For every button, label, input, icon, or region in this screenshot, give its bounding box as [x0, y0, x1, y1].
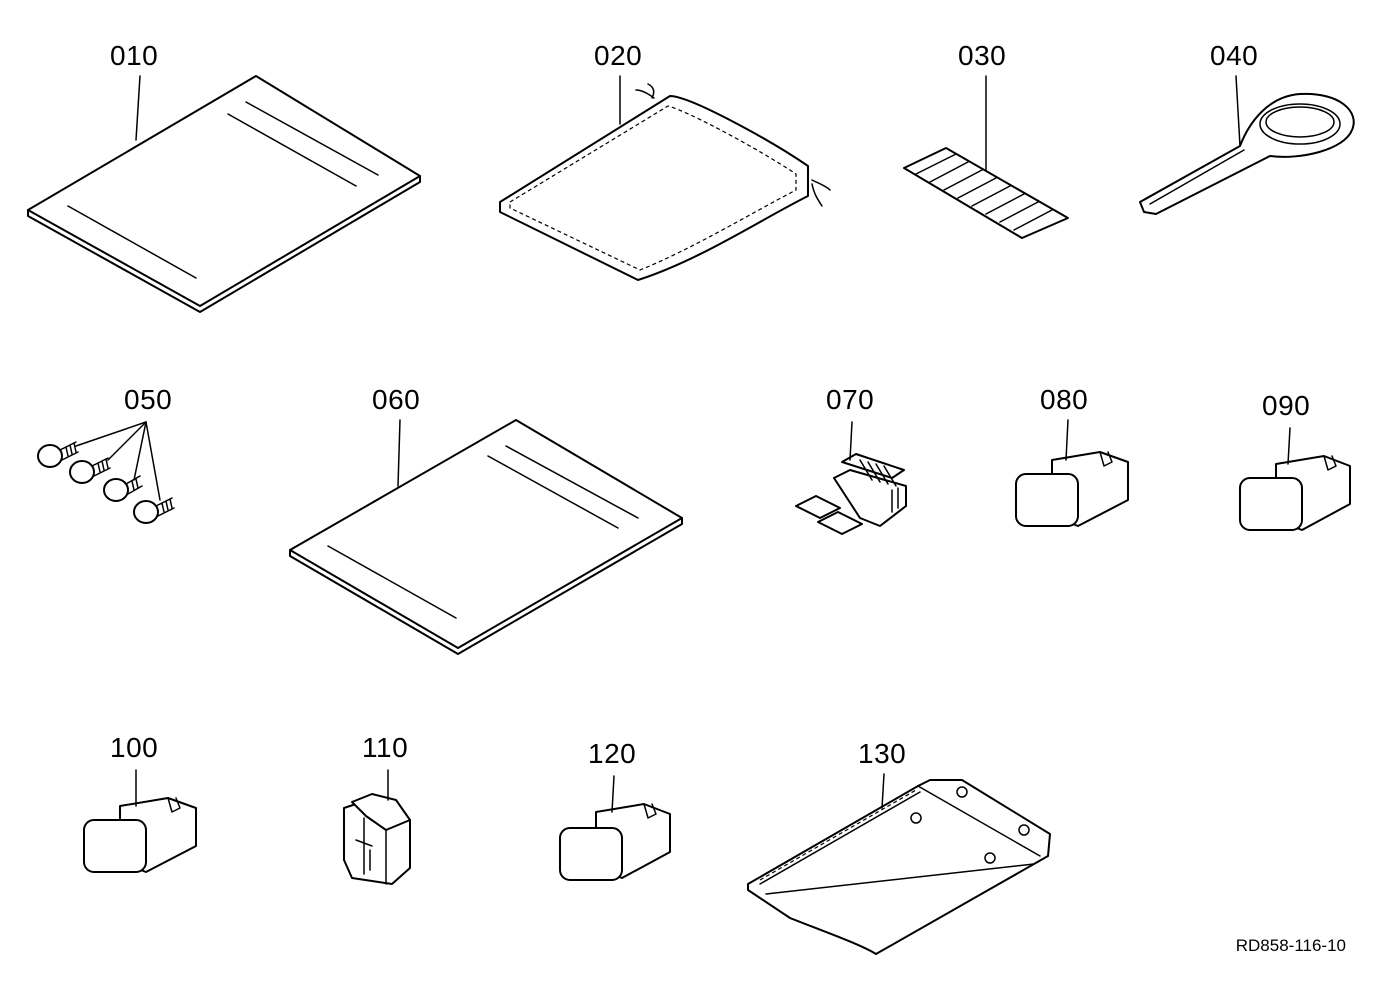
part-number-050: 050: [124, 384, 173, 415]
part-number-010: 010: [110, 40, 159, 71]
part-number-090: 090: [1262, 390, 1311, 421]
manual-book-icon: [290, 420, 682, 654]
part-number-100: 100: [110, 732, 159, 763]
part-number-130: 130: [858, 738, 907, 769]
connector-plug-icon: [796, 422, 906, 534]
part-number-080: 080: [1040, 384, 1089, 415]
part-number-040: 040: [1210, 40, 1259, 71]
part-number-110: 110: [362, 732, 409, 763]
part-number-030: 030: [958, 40, 1007, 71]
drawstring-bag-icon: [500, 76, 830, 280]
label-sticker-icon: [904, 76, 1068, 238]
part-number-120: 120: [588, 738, 637, 769]
fuse-icon: [1240, 428, 1350, 530]
filter-wrench-icon: [1140, 76, 1354, 214]
fuse-icon: [560, 776, 670, 880]
part-number-070: 070: [826, 384, 875, 415]
document-holder-icon: [748, 774, 1050, 954]
document-code: RD858-116-10: [1235, 936, 1346, 955]
fuse-icon: [84, 770, 196, 872]
part-number-060: 060: [372, 384, 421, 415]
screw-set-icon: [38, 422, 174, 523]
relay-connector-icon: [344, 770, 410, 884]
manual-book-icon: [28, 76, 420, 312]
part-number-020: 020: [594, 40, 643, 71]
fuse-icon: [1016, 420, 1128, 526]
